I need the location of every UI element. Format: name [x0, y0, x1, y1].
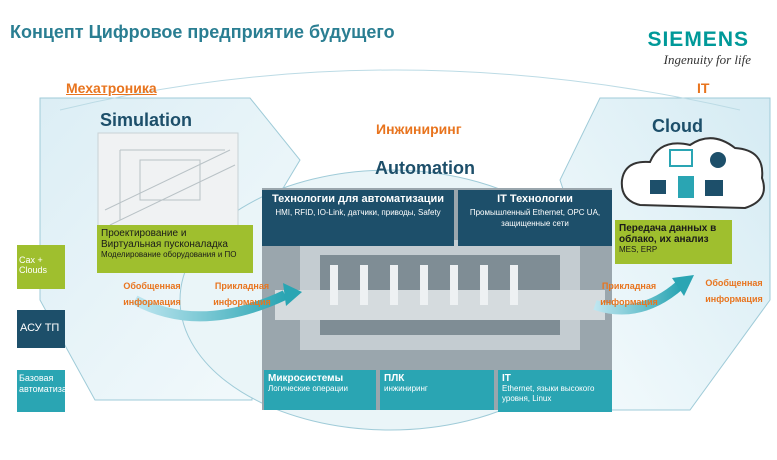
plc-sub: инжиниринг — [384, 384, 428, 393]
section-simulation: Simulation — [100, 110, 193, 130]
tech-automation-box: Технологии для автоматизации HMI, RFID, … — [262, 190, 454, 246]
plc-title: ПЛК — [384, 373, 405, 384]
micro-title: Микросистемы — [268, 373, 344, 384]
flow-arrow-left — [132, 290, 288, 322]
it-tech-box: IT Технологии Промышленный Ethernet, OPC… — [458, 190, 612, 246]
page-title: Концепт Цифровое предприятие будущего — [10, 22, 395, 42]
section-engineering: Инжиниринг — [376, 121, 462, 137]
design-box-sub: Моделирование оборудования и ПО — [101, 250, 237, 259]
section-cloud: Cloud — [652, 116, 703, 136]
legend-cax-clouds: Cax + Clouds — [17, 245, 65, 289]
label-applied-right: Прикладная информация — [600, 281, 658, 307]
label-generalized-right: Обобщенная информация — [705, 278, 763, 304]
tech-automation-title: Технологии для автоматизации — [271, 193, 445, 205]
legend-basic-automation: Базовая автоматизация — [17, 370, 82, 412]
it-bottom-title: IT — [502, 373, 511, 384]
label-applied-left: Прикладная информация — [213, 281, 271, 307]
tech-automation-sub: HMI, RFID, IO-Link, датчики, приводы, Sa… — [275, 208, 441, 217]
label-generalized-left: Обобщенная информация — [123, 281, 181, 307]
logo-tagline: Ingenuity for life — [663, 52, 751, 67]
micro-box: Микросистемы Логические операции — [264, 370, 376, 410]
plc-box: ПЛК инжиниринг — [380, 370, 494, 410]
it-bottom-box: IT Ethernet, языки высокого уровня, Linu… — [498, 370, 612, 412]
flow-arrow-right — [593, 281, 684, 315]
top-arc — [59, 69, 741, 111]
legend-asu-tp: АСУ ТП — [17, 310, 65, 348]
design-box-title: Проектирование и Виртуальная пусконаладк… — [101, 228, 228, 250]
machine-sketch — [97, 132, 239, 234]
cloud-data-title: Передача данных в облако, их анализ — [619, 223, 717, 245]
it-bottom-sub: Ethernet, языки высокого уровня, Linux — [502, 384, 595, 403]
cloud-data-sub: MES, ERP — [619, 245, 658, 254]
it-tech-sub: Промышленный Ethernet, OPC UA, защищенны… — [469, 208, 601, 228]
section-it: IT — [697, 80, 710, 96]
section-mechatronics: Мехатроника — [66, 80, 157, 96]
design-box: Проектирование и Виртуальная пусконаладк… — [97, 225, 253, 273]
it-tech-title: IT Технологии — [497, 193, 573, 205]
siemens-logo: SIEMENS — [647, 28, 749, 51]
section-automation: Automation — [375, 158, 475, 178]
cloud-data-box: Передача данных в облако, их анализ MES,… — [615, 220, 732, 264]
micro-sub: Логические операции — [268, 384, 348, 393]
